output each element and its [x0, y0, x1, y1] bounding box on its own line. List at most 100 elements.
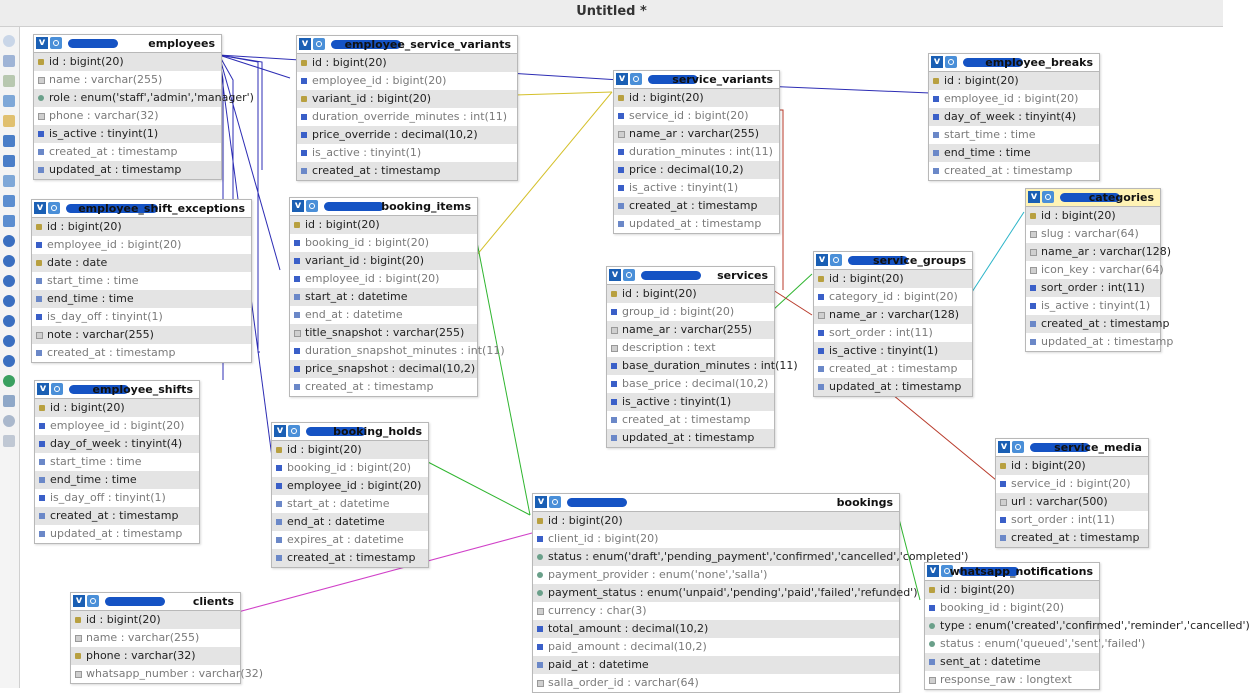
column-row[interactable]: updated_at : timestamp [34, 161, 221, 179]
column-row[interactable]: created_at : timestamp [32, 344, 251, 362]
table-options-icon[interactable] [945, 56, 957, 68]
column-row[interactable]: is_active : tinyint(1) [1026, 297, 1160, 315]
column-row[interactable]: currency : char(3) [533, 602, 899, 620]
tool-icon[interactable] [3, 335, 15, 347]
column-row[interactable]: base_price : decimal(10,2) [607, 375, 774, 393]
column-row[interactable]: start_at : datetime [272, 495, 428, 513]
column-row[interactable]: payment_provider : enum('none','salla') [533, 566, 899, 584]
column-row[interactable]: end_time : time [35, 471, 199, 489]
column-row[interactable]: updated_at : timestamp [1026, 333, 1173, 351]
tool-icon[interactable] [3, 295, 15, 307]
column-row[interactable]: employee_id : bigint(20) [297, 72, 517, 90]
column-row[interactable]: status : enum('draft','pending_payment',… [533, 548, 968, 566]
tool-icon[interactable] [3, 275, 15, 287]
collapse-toggle-icon[interactable]: v [998, 441, 1010, 453]
column-row[interactable]: name_ar : varchar(255) [607, 321, 774, 339]
column-row[interactable]: expires_at : datetime [272, 531, 428, 549]
collapse-toggle-icon[interactable]: v [816, 254, 828, 266]
column-row[interactable]: start_time : time [32, 272, 251, 290]
column-row[interactable]: name_ar : varchar(128) [814, 306, 972, 324]
column-row[interactable]: is_active : tinyint(1) [614, 179, 779, 197]
table-options-icon[interactable] [1042, 191, 1054, 203]
table-options-icon[interactable] [48, 202, 60, 214]
column-row[interactable]: created_at : timestamp [297, 162, 517, 180]
column-row[interactable]: base_duration_minutes : int(11) [607, 357, 798, 375]
column-row[interactable]: variant_id : bigint(20) [290, 252, 477, 270]
column-row[interactable]: category_id : bigint(20) [814, 288, 972, 306]
tool-icon[interactable] [3, 75, 15, 87]
column-row[interactable]: created_at : timestamp [814, 360, 972, 378]
column-row[interactable]: start_time : time [929, 126, 1099, 144]
column-row[interactable]: employee_id : bigint(20) [272, 477, 428, 495]
tool-icon[interactable] [3, 315, 15, 327]
column-row[interactable]: id : bigint(20) [34, 53, 221, 71]
tool-icon[interactable] [3, 255, 15, 267]
column-row[interactable]: updated_at : timestamp [614, 215, 779, 233]
tool-icon[interactable] [3, 215, 15, 227]
table-options-icon[interactable] [87, 595, 99, 607]
column-row[interactable]: total_amount : decimal(10,2) [533, 620, 899, 638]
column-row[interactable]: employee_id : bigint(20) [290, 270, 477, 288]
table-options-icon[interactable] [630, 73, 642, 85]
column-row[interactable]: id : bigint(20) [71, 611, 240, 629]
tool-icon[interactable] [3, 175, 15, 187]
tool-icon[interactable] [3, 395, 15, 407]
column-row[interactable]: id : bigint(20) [925, 581, 1099, 599]
collapse-toggle-icon[interactable]: v [299, 38, 311, 50]
column-row[interactable]: created_at : timestamp [607, 411, 774, 429]
collapse-toggle-icon[interactable]: v [609, 269, 621, 281]
tool-icon[interactable] [3, 95, 15, 107]
column-row[interactable]: created_at : timestamp [614, 197, 779, 215]
column-row[interactable]: duration_snapshot_minutes : int(11) [290, 342, 505, 360]
column-row[interactable]: id : bigint(20) [607, 285, 774, 303]
column-row[interactable]: icon_key : varchar(64) [1026, 261, 1164, 279]
collapse-toggle-icon[interactable]: v [36, 37, 48, 49]
column-row[interactable]: updated_at : timestamp [607, 429, 774, 447]
column-row[interactable]: id : bigint(20) [290, 216, 477, 234]
column-row[interactable]: updated_at : timestamp [35, 525, 199, 543]
tool-icon[interactable] [3, 115, 15, 127]
column-row[interactable]: end_at : datetime [290, 306, 477, 324]
collapse-toggle-icon[interactable]: v [37, 383, 49, 395]
column-row[interactable]: description : text [607, 339, 774, 357]
column-row[interactable]: id : bigint(20) [1026, 207, 1160, 225]
column-row[interactable]: name : varchar(255) [71, 629, 240, 647]
column-row[interactable]: duration_minutes : int(11) [614, 143, 779, 161]
collapse-toggle-icon[interactable]: v [73, 595, 85, 607]
anchor-icon[interactable] [3, 435, 15, 447]
column-row[interactable]: employee_id : bigint(20) [929, 90, 1099, 108]
column-row[interactable]: id : bigint(20) [929, 72, 1099, 90]
column-row[interactable]: note : varchar(255) [32, 326, 251, 344]
collapse-toggle-icon[interactable]: v [616, 73, 628, 85]
column-row[interactable]: whatsapp_number : varchar(32) [71, 665, 263, 683]
table-options-icon[interactable] [313, 38, 325, 50]
collapse-toggle-icon[interactable]: v [931, 56, 943, 68]
column-row[interactable]: employee_id : bigint(20) [32, 236, 251, 254]
tool-icon[interactable] [3, 355, 15, 367]
tool-icon[interactable] [3, 415, 15, 427]
column-row[interactable]: is_active : tinyint(1) [607, 393, 774, 411]
collapse-toggle-icon[interactable]: v [927, 565, 939, 577]
column-row[interactable]: is_active : tinyint(1) [297, 144, 517, 162]
column-row[interactable]: id : bigint(20) [272, 441, 428, 459]
column-row[interactable]: updated_at : timestamp [814, 378, 972, 396]
